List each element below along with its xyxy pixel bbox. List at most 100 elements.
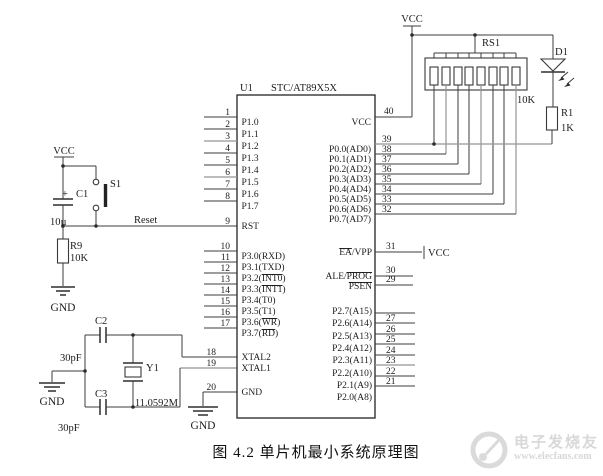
pin-num-17: 17 <box>221 319 231 329</box>
pin-label-p0-5: P0.5(AD5) <box>329 194 371 205</box>
left-pin-stubs <box>204 116 237 329</box>
pin-num-26: 26 <box>386 325 396 335</box>
pin-label-p2-1: P2.1(A9) <box>337 380 372 391</box>
pin-label-p2-6: P2.6(A14) <box>332 318 372 329</box>
pin-num-18: 18 <box>207 348 217 358</box>
rs1-value: 10K <box>517 95 536 106</box>
pin-num-22: 22 <box>386 367 396 377</box>
pin-label-gnd: GND <box>242 388 263 398</box>
d1-ref: D1 <box>555 47 568 58</box>
pin-num-20: 20 <box>207 383 217 393</box>
chip-part: STC/AT89X5X <box>271 83 337 94</box>
watermark: 电子发烧友 www.elecfans.com <box>468 423 603 475</box>
pin-num-6: 6 <box>225 168 230 178</box>
c3-ref: C3 <box>95 389 107 400</box>
pin-num-24: 24 <box>386 346 396 356</box>
pin-label-p2-5: P2.5(A13) <box>332 331 372 342</box>
pin-label-p1-6: P1.6 <box>242 190 259 200</box>
pin-num-35: 35 <box>382 175 392 185</box>
pin-num-31: 31 <box>386 242 396 252</box>
c1-value: 10µ <box>50 217 67 228</box>
pin-num-38: 38 <box>382 145 392 155</box>
pin-num-29: 29 <box>386 275 396 285</box>
pin-num-14: 14 <box>221 286 231 296</box>
s1-ref: S1 <box>110 179 121 190</box>
pin-label-p0-7: P0.7(AD7) <box>329 214 371 225</box>
pin-label-p1-4: P1.4 <box>242 166 259 176</box>
gnd-r9-label: GND <box>51 302 76 314</box>
pin-num-33: 33 <box>382 195 392 205</box>
pin-num-8: 8 <box>225 192 230 202</box>
pin-num-36: 36 <box>382 165 392 175</box>
crystal-circuit-wires <box>39 327 237 416</box>
pin-label-p3-2: P3.2(INT0) <box>242 273 286 284</box>
pin-label-p0-4: P0.4(AD4) <box>329 184 371 195</box>
r1-ref: R1 <box>561 108 573 119</box>
pin-label-p1-0: P1.0 <box>242 118 259 128</box>
mcu-chip <box>236 94 376 419</box>
pin-label-p2-4: P2.4(A12) <box>332 343 372 354</box>
pin-label-p3-6: P3.6(WR) <box>242 317 281 328</box>
pin-label-p2-2: P2.2(A10) <box>332 368 372 379</box>
pin-num-25: 25 <box>386 335 396 345</box>
pin-num-12: 12 <box>221 264 231 274</box>
pin-label-p2-0: P2.0(A8) <box>337 392 372 403</box>
pin-label-p1-3: P1.3 <box>242 154 259 164</box>
pin-label-p1-1: P1.1 <box>242 130 259 140</box>
pin-label-p3-0: P3.0(RXD) <box>242 251 286 262</box>
pin-num-30: 30 <box>386 266 396 276</box>
y1-value: 11.0592M <box>135 398 179 409</box>
pin-label-xtal1: XTAL1 <box>242 364 272 374</box>
gnd-chip-label: GND <box>191 420 216 432</box>
pin-label-psen: PSEN <box>349 282 372 292</box>
pin-label-ea-vpp: EA/VPP <box>339 248 372 258</box>
r9-ref: R9 <box>70 241 82 252</box>
pin-num-15: 15 <box>221 297 231 307</box>
pin-num-23: 23 <box>386 356 396 366</box>
pin-label-p0-2: P0.2(AD2) <box>329 164 371 175</box>
pin-num-37: 37 <box>382 155 392 165</box>
pin-label-rst: RST <box>242 222 260 232</box>
pin-num-4: 4 <box>225 144 230 154</box>
pin-num-16: 16 <box>221 308 231 318</box>
pin-label-p1-5: P1.5 <box>242 178 259 188</box>
pin-num-3: 3 <box>225 132 230 142</box>
pin-label-p3-3: P3.3(INT1) <box>242 284 286 295</box>
pin-label-p0-0: P0.0(AD0) <box>329 144 371 155</box>
vcc-right-label: VCC <box>401 14 423 25</box>
c3-value: 30pF <box>58 423 80 434</box>
pin-num-40: 40 <box>384 107 394 117</box>
pullup-led-network <box>375 25 575 215</box>
pin-label-p2-7: P2.7(A15) <box>332 306 372 317</box>
c2-value: 30pF <box>60 353 82 364</box>
pin-label-p0-3: P0.3(AD3) <box>329 174 371 185</box>
pin-num-13: 13 <box>221 275 231 285</box>
pin-label-p3-4: P3.4(T0) <box>242 295 276 306</box>
watermark-url: www.elecfans.com <box>514 450 592 462</box>
pin-num-32: 32 <box>382 205 392 215</box>
pin-label-p0-6: P0.6(AD6) <box>329 204 371 215</box>
vcc-left-label: VCC <box>53 146 75 157</box>
pin-num-19: 19 <box>207 359 217 369</box>
y1-ref: Y1 <box>146 363 159 374</box>
c2-ref: C2 <box>95 316 107 327</box>
elecfans-logo <box>470 431 508 469</box>
pin-label-ale-prog: ALE/PROG <box>326 272 373 282</box>
pin-num-10: 10 <box>221 242 231 252</box>
pin-num-11: 11 <box>221 253 230 263</box>
pin-label-xtal2: XTAL2 <box>242 353 272 363</box>
right-pin-stubs <box>375 246 425 387</box>
r1-value: 1K <box>561 123 574 134</box>
pin-num-34: 34 <box>382 185 392 195</box>
pin-num-2: 2 <box>225 120 230 130</box>
pin-num-1: 1 <box>225 108 230 118</box>
c1-plus-sign: + <box>62 189 68 200</box>
reset-net-label: Reset <box>134 215 157 226</box>
pin-num-21: 21 <box>386 377 396 387</box>
pin-num-39: 39 <box>382 135 392 145</box>
pin-label-p0-1: P0.1(AD1) <box>329 154 371 165</box>
pin-num-7: 7 <box>225 180 230 190</box>
pin-label-p2-3: P2.3(A11) <box>333 355 373 366</box>
